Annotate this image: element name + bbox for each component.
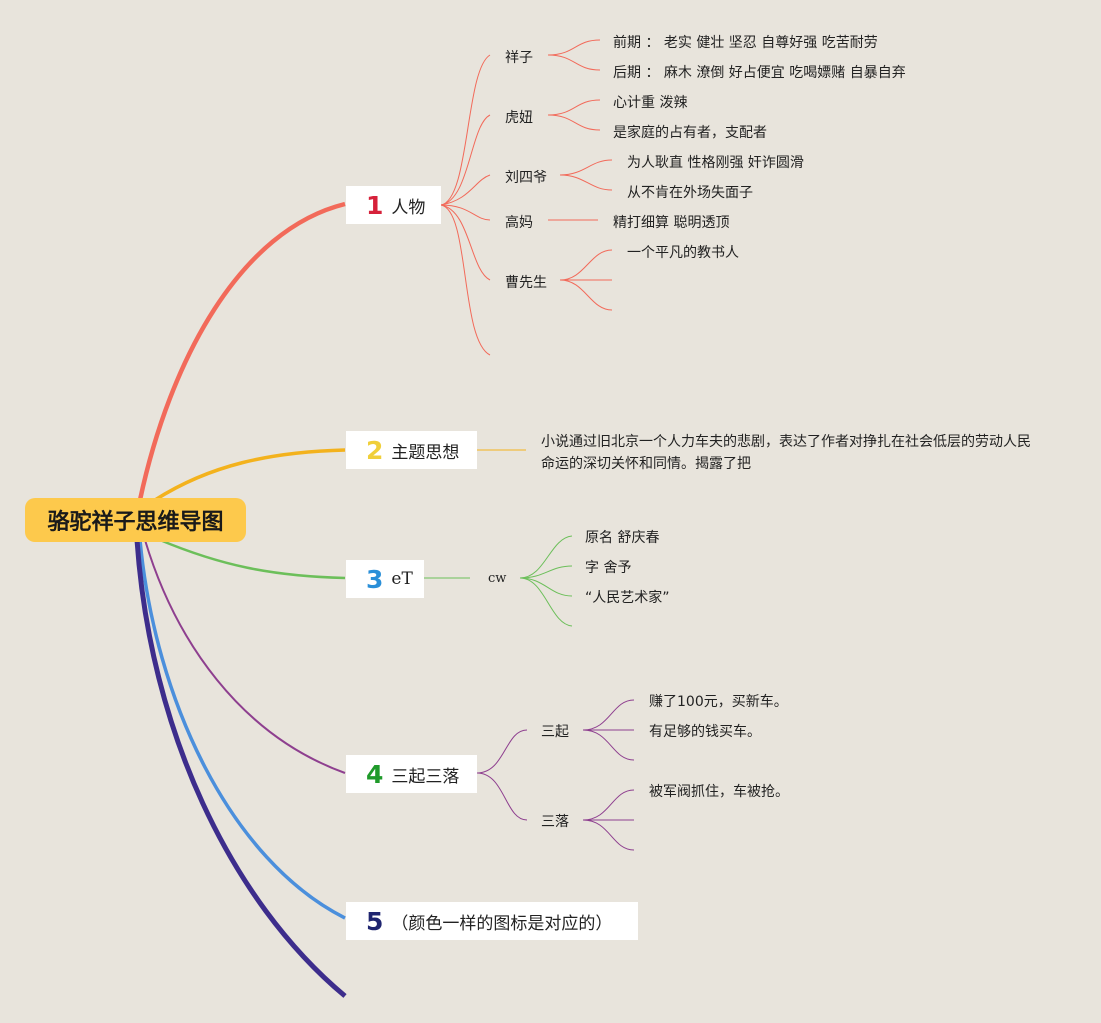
- people-node-huniu[interactable]: 虎妞: [505, 110, 533, 126]
- branch-number-3: 3: [366, 564, 384, 594]
- main-line-tail: [134, 539, 347, 998]
- people-node-xiangzi[interactable]: 祥子: [505, 50, 533, 66]
- rise-item-1[interactable]: 赚了100元，买新车。: [649, 694, 788, 710]
- branch-people[interactable]: 1 人物: [346, 186, 441, 224]
- branch-theme[interactable]: 2 主题思想: [346, 431, 477, 469]
- branch-label-people: 人物: [391, 197, 426, 218]
- fall-item-1[interactable]: 被军阀抓住，车被抢。: [649, 784, 789, 800]
- people-node-cao[interactable]: 曹先生: [505, 275, 547, 291]
- cao-item-1[interactable]: 一个平凡的教书人: [627, 245, 739, 261]
- rise-node[interactable]: 三起: [541, 724, 569, 740]
- rise-item-2[interactable]: 有足够的钱买车。: [649, 724, 761, 740]
- liusiye-item-1[interactable]: 为人耿直 性格刚强 奸诈圆滑: [627, 155, 804, 171]
- gaoma-item-1[interactable]: 精打细算 聪明透顶: [613, 215, 730, 231]
- main-line-people: [137, 201, 346, 501]
- theme-text[interactable]: 小说通过旧北京一个人力车夫的悲剧，表达了作者对挣扎在社会低层的劳动人民命运的深切…: [541, 434, 1031, 472]
- root-node[interactable]: 骆驼祥子思维导图: [25, 498, 246, 542]
- root-title: 骆驼祥子思维导图: [47, 510, 224, 535]
- branch-author[interactable]: 3 eT: [346, 560, 424, 598]
- branch-number-1: 1: [366, 190, 384, 220]
- people-node-liusiye[interactable]: 刘四爷: [505, 170, 547, 186]
- branch-label-theme: 主题思想: [391, 442, 460, 463]
- main-line-theme: [154, 448, 346, 502]
- people-node-gaoma[interactable]: 高妈: [505, 215, 533, 231]
- main-line-note: [138, 539, 346, 920]
- branch-label-author: eT: [391, 569, 413, 589]
- branch-note[interactable]: 5 （颜色一样的图标是对应的）: [346, 902, 638, 940]
- main-line-rise-fall: [144, 539, 346, 774]
- branch-number-4: 4: [366, 759, 384, 789]
- author-item-3[interactable]: “人民艺术家”: [585, 590, 670, 606]
- huniu-item-1[interactable]: 心计重 泼辣: [613, 95, 688, 111]
- branch-number-2: 2: [366, 435, 384, 465]
- fall-node[interactable]: 三落: [541, 814, 569, 830]
- author-fan: [424, 535, 573, 627]
- branch-label-note: （颜色一样的图标是对应的）: [391, 913, 613, 934]
- branch-label-rise-fall: 三起三落: [391, 766, 460, 787]
- huniu-item-2[interactable]: 是家庭的占有者，支配者: [613, 125, 767, 141]
- branch-number-5: 5: [366, 906, 384, 936]
- author-sub-node[interactable]: cw: [488, 571, 507, 586]
- liusiye-item-2[interactable]: 从不肯在外场失面子: [627, 185, 753, 201]
- rise-fall-fan: [476, 699, 635, 851]
- author-item-2[interactable]: 字 舍予: [585, 560, 632, 576]
- main-line-author: [159, 538, 346, 580]
- author-item-1[interactable]: 原名 舒庆春: [585, 530, 660, 546]
- branch-rise-fall[interactable]: 4 三起三落: [346, 755, 477, 793]
- xiangzi-late[interactable]: 后期 ： 麻木 潦倒 好占便宜 吃喝嫖赌 自暴自弃: [613, 65, 906, 81]
- xiangzi-early[interactable]: 前期 ： 老实 健壮 坚忍 自尊好强 吃苦耐劳: [613, 35, 878, 51]
- people-fan: [440, 39, 613, 356]
